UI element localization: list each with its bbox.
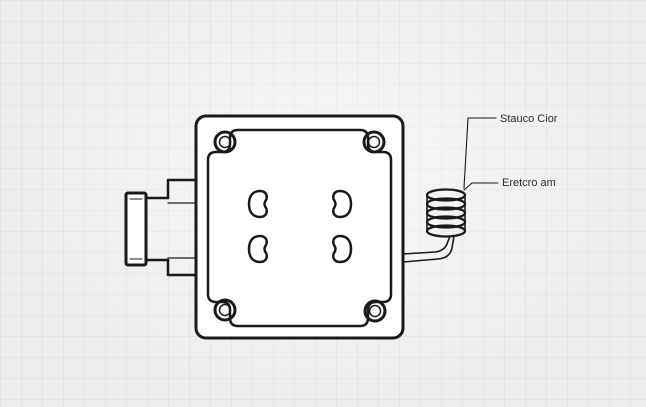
socket-openings — [247, 189, 353, 264]
leader-line-top — [463, 117, 497, 189]
spring-coil — [425, 188, 467, 238]
leader-line-bottom — [463, 182, 499, 191]
socket-opening-top-left — [247, 189, 268, 219]
screw-hole-bottom-left — [213, 298, 237, 322]
leader-lines — [463, 117, 499, 191]
socket-opening-bottom-left — [247, 234, 268, 264]
screw-hole-top-left — [213, 130, 237, 154]
callout-label-bottom: Eretcro am — [502, 177, 556, 189]
screw-hole-top-right — [362, 130, 386, 154]
socket-opening-top-right — [332, 189, 353, 219]
screw-hole-bottom-right — [363, 299, 387, 323]
coil-leads — [402, 235, 455, 263]
callout-label-top: Stauco Cior — [500, 113, 558, 125]
socket-opening-bottom-right — [332, 234, 353, 264]
side-port — [124, 178, 197, 277]
